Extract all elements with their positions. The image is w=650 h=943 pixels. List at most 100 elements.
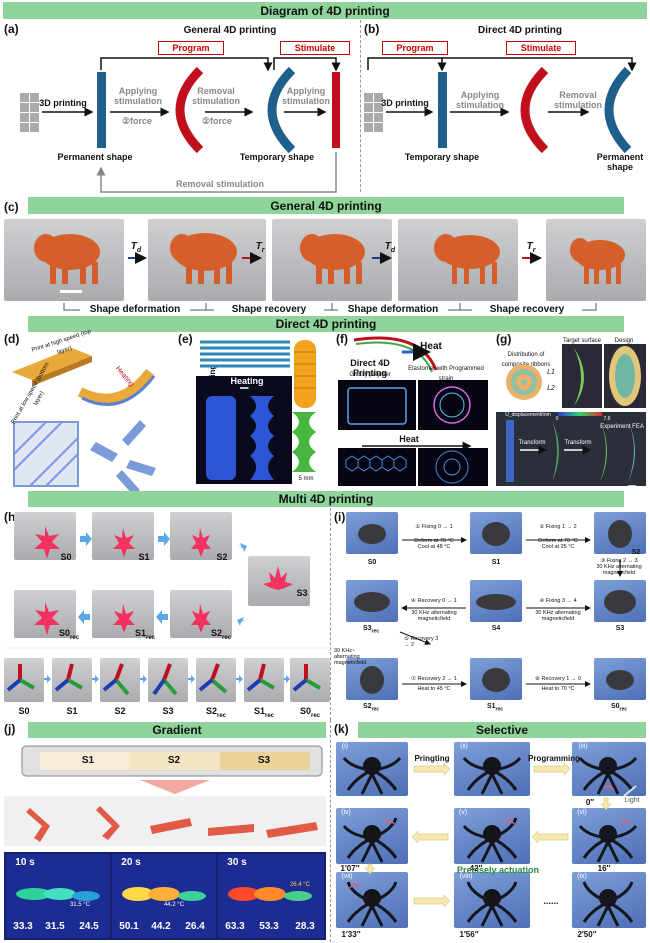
panel-a-label: (a)	[4, 22, 19, 36]
g-l1: L1	[547, 369, 555, 376]
b-diagram	[364, 57, 637, 154]
g-u-min: 0	[555, 416, 559, 422]
panel-e-label: (e)	[178, 332, 193, 346]
i-s1rec: S1rec	[486, 703, 504, 713]
c-elephants	[34, 233, 625, 311]
a-apply-label-1: Applying stimulation	[113, 86, 162, 106]
j-strip-s1: S1	[81, 755, 95, 766]
j-temp-1-0: 50.1	[119, 921, 139, 932]
k-time-1: 1′07″	[340, 864, 360, 873]
k-pringting: Pringting	[414, 754, 450, 763]
h-s2: S2	[216, 552, 228, 562]
i-s0rec: S0rec	[610, 703, 628, 713]
k-panel-i: (i)	[341, 743, 349, 750]
h-s3: S3	[296, 588, 308, 598]
h-flowers	[4, 526, 330, 649]
j-temp-2-0: 63.3	[225, 921, 245, 932]
k-time-6: 2′50″	[577, 930, 597, 939]
b-title: Direct 4D printing	[478, 25, 562, 36]
k-precisely: Precisely actuation	[456, 865, 540, 875]
f-diagram	[338, 336, 488, 486]
panel-f-label: (f)	[336, 332, 348, 346]
h-s0: S0	[60, 552, 72, 562]
k-panel-iv: (iv)	[341, 809, 351, 816]
k-panel-v: (v)	[458, 809, 468, 816]
b-stimulate-tag: Stimulate	[506, 41, 576, 55]
c-band: General 4D printing	[28, 197, 624, 214]
h-r3-label-5: S1rec	[253, 706, 275, 719]
j-band: Gradient	[28, 722, 326, 738]
h-r3-label-1: S1	[66, 706, 78, 716]
k-time-5: 1′56″	[459, 930, 479, 939]
j-time-0: 10 s	[15, 857, 35, 868]
hi-divider	[330, 508, 331, 720]
h-r3-label-4: S2rec	[205, 706, 227, 719]
j-peak-2: 26.4 °C	[289, 882, 311, 888]
a-filament-cubes	[20, 93, 39, 132]
direct-band: Direct 4D printing	[28, 316, 624, 332]
h-s1rec: S1rec	[134, 628, 156, 641]
a-stimulate-tag: Stimulate	[280, 41, 350, 55]
h-r3-label-0: S0	[18, 706, 30, 716]
k-time-2: 42″	[469, 864, 483, 873]
f-title: Direct 4D Printing	[350, 358, 390, 378]
k-band: Selective	[358, 722, 646, 738]
f-heat2: Heat	[399, 434, 419, 444]
b-temporary-label: Temporary shape	[404, 152, 480, 162]
k-panel-ix: (ix)	[577, 873, 587, 880]
c-bracket-3: Shape deformation	[338, 305, 448, 315]
g-u-label: U_displacement/mm	[505, 412, 551, 418]
k-time-0: 0″	[585, 798, 595, 807]
a-apply-label-2: Applying stimulation	[281, 86, 330, 106]
multi-band: Multi 4D printing	[28, 491, 624, 507]
g-u-max: 7.6	[603, 416, 611, 422]
j-temp-0-1: 31.5	[45, 921, 65, 932]
g-exp: Experiment FEA	[600, 424, 644, 430]
j-temp-2-2: 28.3	[295, 921, 315, 932]
b-removal-label: Removal stimulation	[553, 90, 602, 110]
jk-divider	[330, 720, 331, 942]
i-s2rec: S2rec	[362, 703, 380, 713]
panel-g-label: (g)	[496, 332, 512, 346]
panel-k-label: (k)	[334, 722, 349, 736]
panel-i-label: (i)	[334, 510, 346, 524]
k-panel-viii: (viii)	[459, 873, 473, 880]
a-removal-loop-label: Removal stimulation	[175, 179, 265, 189]
g-transform-1: Transform	[518, 440, 546, 446]
g-target: Target surface	[562, 338, 602, 344]
a-removal-label: Removal stimulation	[191, 86, 240, 106]
c-arrow-1: Td	[130, 241, 142, 255]
a-temporary-label: Temporary shape	[239, 152, 315, 162]
h-s1: S1	[138, 552, 150, 562]
diagram-band: Diagram of 4D printing	[3, 2, 647, 19]
j-strip-s3: S3	[257, 755, 271, 766]
a-permanent-label: Permanent shape	[57, 152, 133, 162]
panel-j-label: (j)	[4, 722, 16, 736]
b-permanent-label: Permanent shape	[596, 152, 644, 172]
h-s0rec: S0rec	[58, 628, 80, 641]
panel-c-label: (c)	[4, 200, 19, 214]
k-panel-vii: (vii)	[341, 873, 353, 880]
a-diagram	[20, 57, 341, 193]
j-temp-0-0: 33.3	[13, 921, 33, 932]
a-printing-label: 3D printing	[39, 98, 87, 108]
a-force-label-1: ②force	[121, 116, 153, 126]
f-heat: Heat	[420, 341, 442, 352]
k-programming: Programming	[528, 754, 581, 763]
b-program-tag: Program	[382, 41, 448, 55]
b-printing-label: 3D printing	[381, 98, 429, 108]
g-l2: L2	[547, 385, 555, 392]
f-elastomer: Elastomer with Programmed strain	[408, 366, 484, 382]
a-force-label-2: ②force	[201, 116, 233, 126]
c-arrow-extra-1: Tr	[255, 241, 265, 255]
h-r3-label-3: S3	[162, 706, 174, 716]
h-r3-label-6: S0rec	[299, 706, 321, 719]
i-s4: S4	[491, 625, 501, 632]
i-s3: S3	[615, 625, 625, 632]
